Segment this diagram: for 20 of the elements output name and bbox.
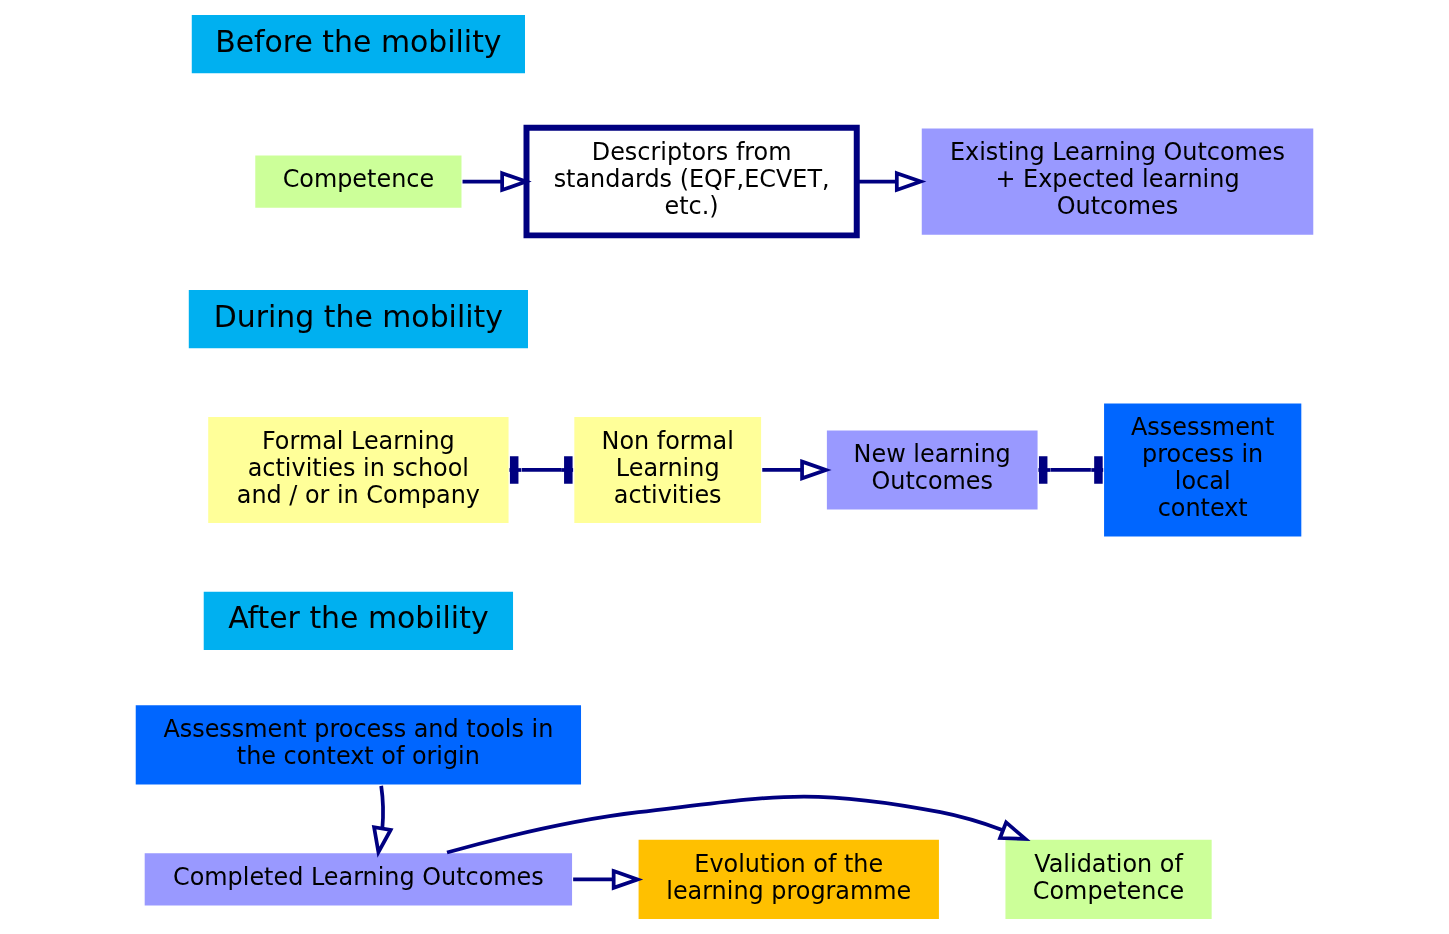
arrow [762, 459, 832, 481]
node-box: New learning Outcomes [825, 428, 1040, 512]
arrow [857, 170, 927, 193]
node-box: Evolution of the learning programme [637, 838, 941, 921]
node-box: Completed Learning Outcomes [143, 851, 574, 908]
node-box: Assessment process and tools in the context of origin [134, 703, 583, 787]
arrow [446, 794, 1031, 855]
arrow [371, 785, 394, 858]
node-box: After the mobility [202, 590, 515, 652]
node-box: Before the mobility [190, 13, 527, 75]
node-box: Descriptors from standards (EQF,ECVET, etc.) [523, 124, 860, 239]
node-box: Formal Learning activities in school and / or in Company [206, 415, 511, 525]
node-box: Competence [253, 153, 463, 210]
node-box: Assessment process in local context [1102, 402, 1303, 538]
arrow [462, 170, 532, 193]
node-box: Validation of Competence [1003, 838, 1214, 921]
node-box: Existing Learning Outcomes + Expected learning Outcomes [920, 127, 1315, 237]
arrow [573, 868, 644, 891]
node-box: Non formal Learning activities [572, 415, 763, 525]
node-box: During the mobility [187, 288, 530, 350]
